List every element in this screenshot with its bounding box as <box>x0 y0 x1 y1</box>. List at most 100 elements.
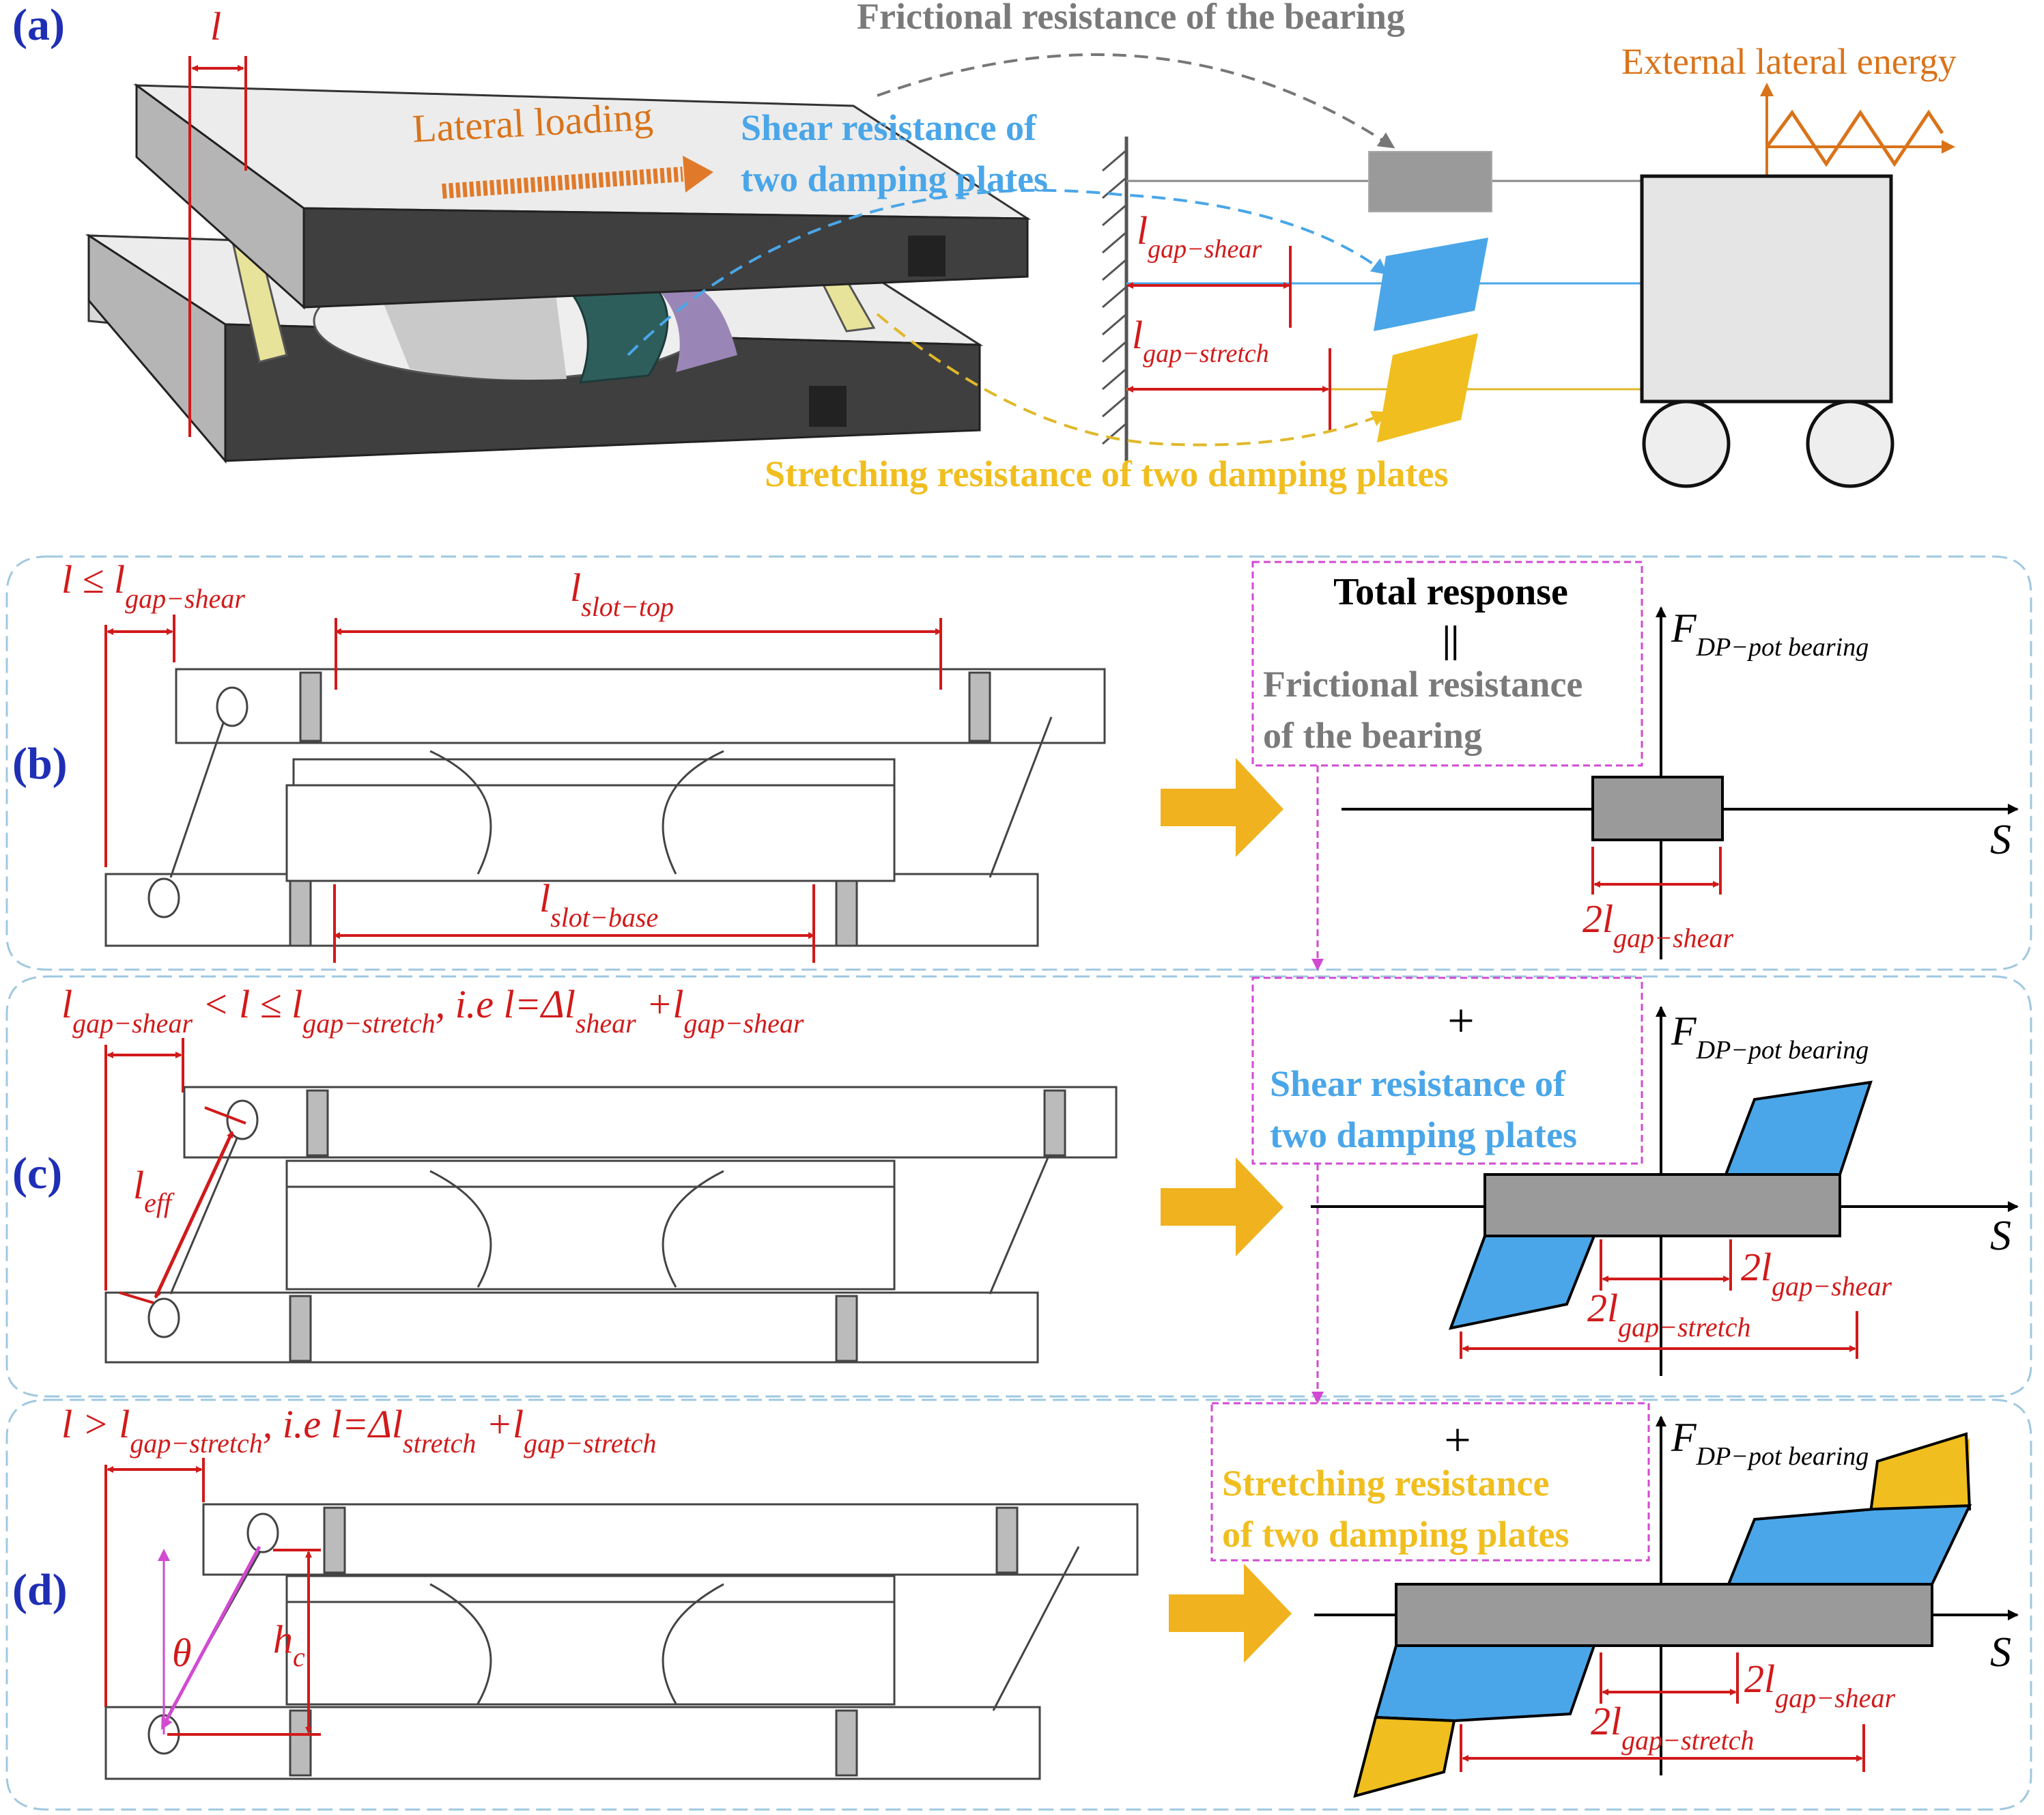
svg-text:2lgap−stretch: 2lgap−stretch <box>1587 1286 1751 1342</box>
stretch-loop-d-lower <box>1353 1715 1456 1798</box>
axis-s-b: S <box>1990 817 2011 863</box>
response-arrow-c <box>1161 1157 1283 1256</box>
dim-c-stretch-main: 2l <box>1587 1286 1618 1330</box>
slot-top-main: l <box>570 565 581 610</box>
shear-loop-d-lower <box>1374 1644 1596 1723</box>
axis-f-d-main: F <box>1671 1415 1697 1460</box>
friction-loop-b <box>1591 776 1724 841</box>
panel-b-frame <box>5 555 2032 971</box>
axis-s-c: S <box>1990 1213 2011 1259</box>
dim-d-shear-main: 2l <box>1744 1657 1775 1701</box>
axis-s-d: S <box>1990 1629 2011 1676</box>
h-c-sub: c <box>293 1642 305 1672</box>
box-b-line1: Frictional resistance <box>1263 664 1582 705</box>
box-d-line2: of two damping plates <box>1222 1514 1570 1555</box>
box-d-plus: + <box>1444 1414 1471 1467</box>
svg-text:FDP−pot bearing: FDP−pot bearing <box>1671 1009 1869 1065</box>
panel-d-label: (d) <box>12 1565 68 1615</box>
dim-c-shear-sub: gap−shear <box>1772 1271 1892 1302</box>
svg-text:lslot−top: lslot−top <box>570 565 674 622</box>
response-arrow-d <box>1169 1564 1292 1663</box>
friction-loop-c <box>1484 1173 1841 1237</box>
box-c-plus: + <box>1447 995 1474 1047</box>
lateral-loading-arrow <box>442 167 683 199</box>
shear-loop-d-upper <box>1727 1504 1972 1586</box>
panel-d-frame <box>5 1398 2032 1811</box>
axis-f-b-main: F <box>1671 606 1697 651</box>
box-d-line1: Stretching resistance <box>1222 1463 1549 1504</box>
stretch-block <box>1377 333 1478 442</box>
mass-cart <box>1640 174 1894 488</box>
svg-text:2lgap−stretch: 2lgap−stretch <box>1591 1699 1755 1756</box>
shear-loop-c-lower <box>1448 1235 1596 1330</box>
svg-text:lgap−stretch: lgap−stretch <box>1132 313 1269 368</box>
slot-base-main: l <box>539 876 550 920</box>
panel-c-label: (c) <box>12 1149 62 1198</box>
l-gap-shear-main: l <box>1137 208 1148 253</box>
bearing-side-view-d <box>104 1503 1139 1780</box>
dim-l-label: l <box>210 4 221 48</box>
dim-c-stretch-sub: gap−stretch <box>1618 1312 1750 1342</box>
svg-text:lgap−shear: lgap−shear <box>1137 208 1262 264</box>
slot-top-sub: slot−top <box>581 591 674 622</box>
cond-b-sub: gap−shear <box>125 583 245 614</box>
dim-b-main: 2l <box>1582 897 1613 941</box>
dim-d-stretch-main: 2l <box>1591 1699 1621 1743</box>
dim-c-shear-main: 2l <box>1741 1245 1772 1289</box>
svg-text:hc: hc <box>273 1617 305 1672</box>
stretch-res-label: Stretching resistance of two damping pla… <box>765 453 1448 494</box>
axis-f-b-sub: DP−pot bearing <box>1696 633 1869 662</box>
response-arrow-b <box>1161 758 1283 857</box>
box-b-line2: of the bearing <box>1263 715 1482 756</box>
total-response-title: Total response <box>1333 571 1568 613</box>
shear-loop-c-upper <box>1724 1080 1873 1176</box>
cond-b-main: l ≤ l <box>61 557 125 602</box>
l-gap-shear-sub: gap−shear <box>1148 235 1262 264</box>
l-eff-main: l <box>133 1163 144 1207</box>
panel-c: (c) lgap−shear < l ≤ lgap−stretch, i.e l… <box>12 976 2019 1404</box>
friction-block <box>1368 151 1492 212</box>
svg-text:FDP−pot bearing: FDP−pot bearing <box>1671 1415 1869 1471</box>
shear-res-line2: two damping plates <box>741 158 1048 199</box>
svg-text:l ≤ lgap−shear: l ≤ lgap−shear <box>61 557 245 614</box>
condition-d: l > lgap−stretch, i.e l=Δlstretch +lgap−… <box>61 1402 657 1459</box>
box-b <box>1251 561 1643 767</box>
l-eff-sub: eff <box>144 1187 175 1218</box>
theta-label: θ <box>172 1631 192 1675</box>
panel-b: (b) l ≤ lgap−shear lslot−top <box>12 557 2019 971</box>
axis-f-c-main: F <box>1671 1009 1697 1054</box>
box-c-line2: two damping plates <box>1270 1114 1577 1155</box>
friction-loop-d <box>1395 1583 1933 1647</box>
bearing-side-view-c <box>104 1086 1118 1364</box>
bearing-3d-model <box>85 83 1032 464</box>
shear-block <box>1374 238 1488 331</box>
panel-a-label: (a) <box>12 0 65 50</box>
l-gap-stretch-main: l <box>1132 313 1143 357</box>
svg-text:lslot−base: lslot−base <box>539 876 658 933</box>
bearing-side-view-b <box>104 668 1106 947</box>
svg-text:FDP−pot bearing: FDP−pot bearing <box>1671 606 1869 662</box>
axis-f-d-sub: DP−pot bearing <box>1696 1442 1869 1471</box>
svg-text:2lgap−shear: 2lgap−shear <box>1741 1245 1892 1302</box>
svg-text:2lgap−shear: 2lgap−shear <box>1744 1657 1895 1713</box>
dim-d-shear-sub: gap−shear <box>1775 1683 1895 1713</box>
svg-text:2lgap−shear: 2lgap−shear <box>1582 897 1733 953</box>
external-energy-label: External lateral energy <box>1621 41 1957 82</box>
panel-a: (a) l Lateral lo <box>12 0 1957 494</box>
shear-res-line1: Shear resistance of <box>741 107 1037 148</box>
box-c-line1: Shear resistance of <box>1270 1063 1566 1104</box>
dim-b-sub: gap−shear <box>1613 923 1733 953</box>
dim-d-stretch-sub: gap−stretch <box>1621 1725 1754 1756</box>
total-response-equals: || <box>1443 619 1460 661</box>
axis-f-c-sub: DP−pot bearing <box>1696 1036 1869 1065</box>
l-gap-stretch-sub: gap−stretch <box>1143 339 1269 368</box>
slot-base-sub: slot−base <box>550 902 658 933</box>
h-c-main: h <box>273 1617 293 1661</box>
box-c <box>1251 976 1643 1165</box>
box-d <box>1210 1402 1650 1562</box>
svg-text:leff: leff <box>133 1163 175 1218</box>
panel-c-frame <box>5 975 2032 1398</box>
frictional-resistance-label: Frictional resistance of the bearing <box>857 0 1405 37</box>
panel-b-label: (b) <box>12 739 68 789</box>
